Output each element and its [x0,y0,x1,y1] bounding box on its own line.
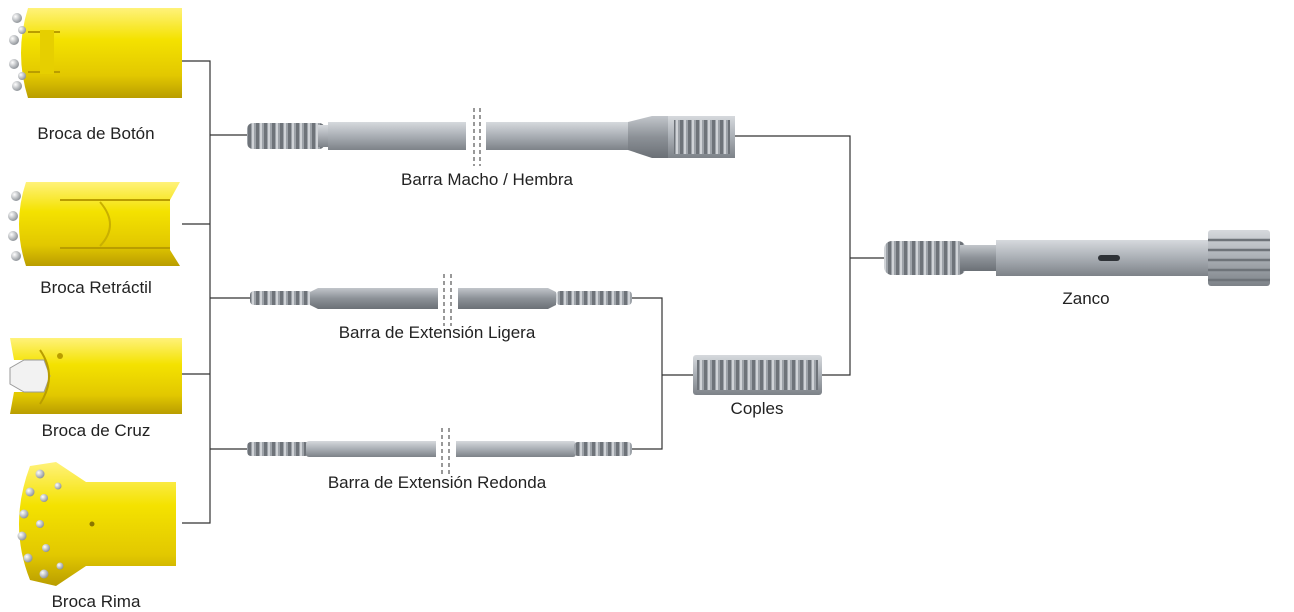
bit-label: Broca Rima [51,592,141,611]
coupling-label: Coples [730,399,784,418]
male-female-rod-image [247,108,735,166]
bit-label: Broca Retráctil [40,278,152,297]
light-extension-rod-image [250,274,632,326]
connector-lines [182,60,884,524]
shank-label: Zanco [1062,289,1110,308]
rod-label: Barra de Extensión Ligera [338,323,536,342]
rod-label: Barra Macho / Hembra [401,170,573,189]
bits-to-rods [210,134,250,450]
cross-bit-image [9,338,182,414]
rods-to-coupling [632,297,693,450]
bit-label: Broca de Cruz [41,421,151,440]
shank-image [884,230,1270,286]
rod-label: Barra de Extensión Redonda [327,473,547,492]
to-shank-bracket [735,135,884,376]
round-extension-rod-image [247,428,632,476]
retrac-bit-image [8,182,180,266]
bit-label: Broca de Botón [37,124,155,143]
bits-bracket [182,60,211,524]
coupling-image [693,355,822,395]
reaming-bit-image [17,462,176,586]
button-bit-image [9,8,182,98]
